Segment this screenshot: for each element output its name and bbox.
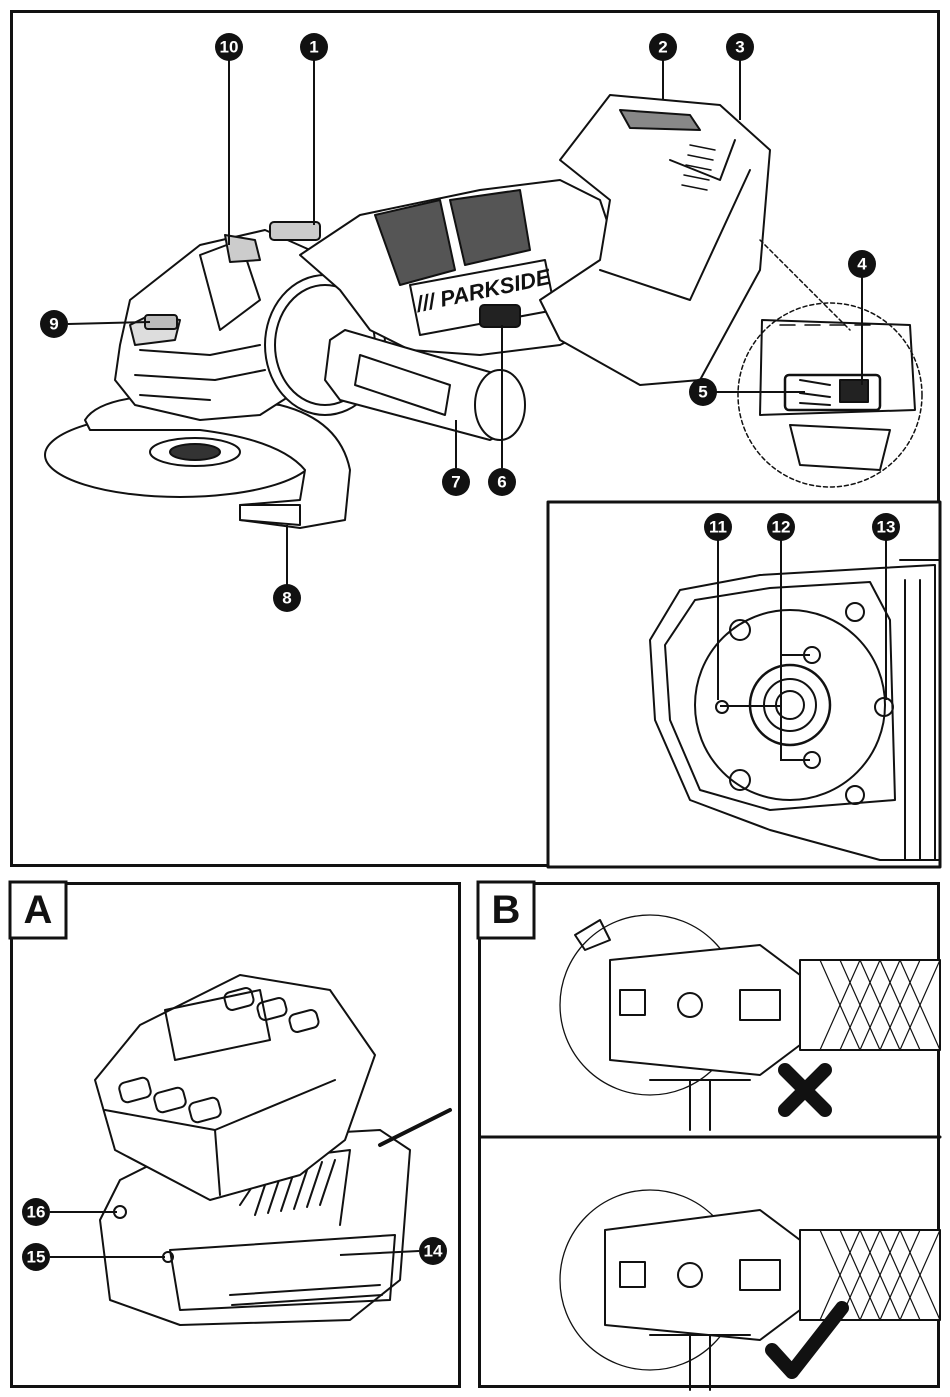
callout-2: 2	[658, 38, 667, 57]
callout-7: 7	[451, 473, 460, 492]
callout-10: 10	[220, 38, 239, 57]
battery-detail-zoom	[738, 240, 922, 487]
callout-11: 11	[709, 518, 727, 537]
spindle-head-inset	[548, 502, 940, 867]
callout-1: 1	[309, 38, 318, 57]
callout-12: 12	[772, 518, 791, 537]
section-a-label: A	[24, 888, 53, 932]
section-b-label: B	[492, 888, 521, 932]
callout-9: 9	[49, 315, 58, 334]
callout-13: 13	[877, 518, 896, 537]
callout-8: 8	[282, 589, 291, 608]
callout-5: 5	[698, 383, 707, 402]
angle-grinder-drawing	[45, 95, 770, 528]
callout-14: 14	[424, 1242, 443, 1261]
orientation-right-drawing	[560, 1190, 940, 1390]
callout-16: 16	[27, 1203, 46, 1222]
callout-6: 6	[497, 473, 506, 492]
charger-drawing	[95, 975, 450, 1325]
callout-15: 15	[27, 1248, 46, 1267]
orientation-wrong-drawing	[480, 915, 940, 1137]
callout-3: 3	[735, 38, 744, 57]
callout-4: 4	[857, 255, 867, 274]
cross-icon	[785, 1070, 825, 1110]
